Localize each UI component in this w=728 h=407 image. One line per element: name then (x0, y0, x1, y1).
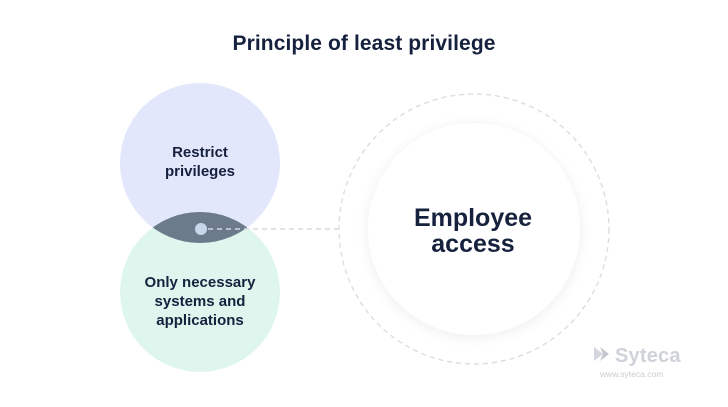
restrict-privileges-line-1: Restrict (172, 144, 228, 161)
restrict-privileges-line-2: privileges (164, 163, 236, 180)
syteca-url: www.syteca.com (600, 369, 664, 379)
necessary-systems-line-2: systems and (154, 293, 246, 310)
necessary-systems-label: Only necessary systems and applications (122, 273, 278, 330)
syteca-brand-text: Syteca (615, 345, 681, 367)
necessary-systems-line-3: applications (156, 312, 244, 329)
employee-access-circle (368, 123, 580, 335)
diagram-title: Principle of least privilege (232, 32, 496, 55)
connector-dot (195, 223, 207, 235)
employee-access-label: Employee access (378, 205, 568, 257)
employee-access-line-2: access (431, 230, 515, 258)
employee-access-line-1: Employee (413, 204, 533, 232)
restrict-privileges-circle (120, 83, 280, 243)
necessary-systems-circle (120, 212, 280, 372)
syteca-watermark: Syteca www.syteca.com (592, 345, 692, 379)
necessary-systems-line-1: Only necessary (144, 274, 256, 291)
restrict-privileges-label: Restrict privileges (130, 143, 270, 181)
syteca-logo-icon (592, 345, 612, 368)
